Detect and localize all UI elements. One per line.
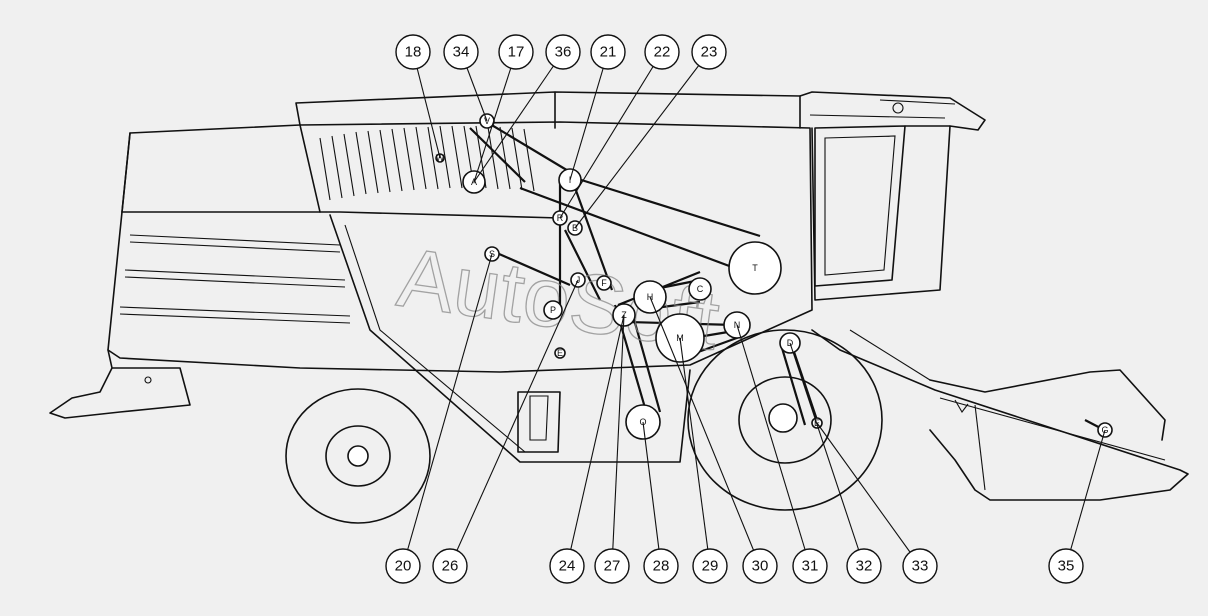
callout-number: 28 <box>653 558 670 575</box>
pulley-f: F <box>596 275 612 291</box>
pulley-label: C <box>697 284 704 294</box>
callout-22: 22 <box>644 34 680 70</box>
callout-26: 26 <box>432 548 468 584</box>
callout-circle <box>902 548 938 584</box>
callout-number: 30 <box>752 558 769 575</box>
callout-23: 23 <box>691 34 727 70</box>
pulley-label: W <box>436 153 445 163</box>
callout-number: 31 <box>802 558 819 575</box>
callout-circle <box>432 548 468 584</box>
callout-number: 26 <box>442 558 459 575</box>
callout-circle <box>1048 548 1084 584</box>
callout-number: 17 <box>508 44 525 61</box>
leader-lines <box>402 51 1106 567</box>
leader-line <box>1065 429 1106 567</box>
leader-line <box>569 51 609 181</box>
leader-line <box>649 296 761 567</box>
callout-30: 30 <box>742 548 778 584</box>
callout-number: 20 <box>395 558 412 575</box>
callout-20: 20 <box>385 548 421 584</box>
pulley-wheel <box>543 300 563 320</box>
callout-24: 24 <box>549 548 585 584</box>
callout-18: 18 <box>395 34 431 70</box>
pulley-label: Z <box>621 310 627 320</box>
callout-circle <box>443 34 479 70</box>
pulley-t: T <box>728 241 782 295</box>
leader-line <box>559 51 663 219</box>
leader-line <box>642 421 662 567</box>
callout-circle <box>643 548 679 584</box>
callout-circle <box>742 548 778 584</box>
callout-number: 23 <box>701 44 718 61</box>
callout-17: 17 <box>498 34 534 70</box>
pulley-p: P <box>543 300 563 320</box>
callout-circle <box>545 34 581 70</box>
leader-line <box>789 342 865 567</box>
callout-32: 32 <box>846 548 882 584</box>
pulley-wheel <box>728 241 782 295</box>
pulley-e: E <box>554 347 566 359</box>
leader-line <box>449 279 579 567</box>
callout-number: 32 <box>856 558 873 575</box>
leader-line <box>473 51 517 183</box>
pulley-label: P <box>550 305 556 315</box>
callout-circle <box>549 548 585 584</box>
callout-circle <box>644 34 680 70</box>
callout-number: 34 <box>453 44 470 61</box>
pulley-w: W <box>435 153 445 163</box>
pulley-label: E <box>557 348 563 358</box>
callout-circle <box>792 548 828 584</box>
callout-34: 34 <box>443 34 479 70</box>
pulley-label: T <box>752 263 758 273</box>
callout-circle <box>498 34 534 70</box>
callout-number: 22 <box>654 44 671 61</box>
callout-number: 27 <box>604 558 621 575</box>
leader-line <box>566 314 625 567</box>
callout-number: 33 <box>912 558 929 575</box>
pulley-wheel <box>596 275 612 291</box>
callout-31: 31 <box>792 548 828 584</box>
callout-circle <box>395 34 431 70</box>
leader-line <box>412 51 441 159</box>
callout-circle <box>590 34 626 70</box>
combine-body-outline <box>49 91 1189 501</box>
rear-wheel <box>285 388 431 524</box>
callout-circle <box>385 548 421 584</box>
callout-number: 21 <box>600 44 617 61</box>
pulley-wheel <box>688 277 712 301</box>
callout-number: 36 <box>555 44 572 61</box>
leader-line <box>816 422 921 567</box>
callout-number: 24 <box>559 558 576 575</box>
leader-line <box>473 51 564 183</box>
callout-28: 28 <box>643 548 679 584</box>
callout-36: 36 <box>545 34 581 70</box>
leader-line <box>736 324 811 567</box>
leader-line <box>611 314 625 567</box>
callout-circle <box>691 34 727 70</box>
callout-number: 35 <box>1058 558 1075 575</box>
pulley-wheel <box>554 347 566 359</box>
leader-line <box>679 337 711 567</box>
callout-circle <box>846 548 882 584</box>
callout-27: 27 <box>594 548 630 584</box>
callout-35: 35 <box>1048 548 1084 584</box>
callout-21: 21 <box>590 34 626 70</box>
front-wheel <box>687 329 883 511</box>
callout-29: 29 <box>692 548 728 584</box>
callout-markers: 18 34 17 36 21 22 23 20 26 24 27 28 29 30 31 32 33 35 <box>385 34 1084 584</box>
callout-circle <box>692 548 728 584</box>
callout-number: 18 <box>405 44 422 61</box>
pulley-label: F <box>601 278 607 288</box>
callout-number: 29 <box>702 558 719 575</box>
callout-33: 33 <box>902 548 938 584</box>
callout-circle <box>594 548 630 584</box>
leader-line <box>402 253 493 567</box>
pulley-c: C <box>688 277 712 301</box>
leader-line <box>574 51 710 229</box>
